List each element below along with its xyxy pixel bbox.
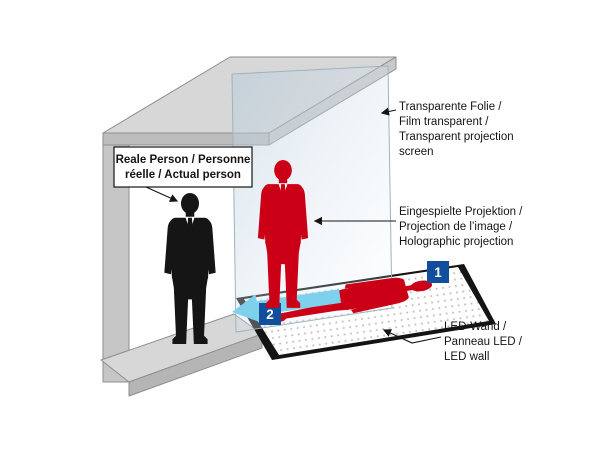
marker-2: 2 — [259, 303, 281, 325]
callout-transparent-screen-line4: screen — [399, 146, 434, 158]
callout-led-wall: LED-Wand / Panneau LED / LED wall — [382, 321, 523, 363]
real-person-silhouette — [164, 193, 216, 345]
callout-transparent-screen: Transparente Folie / Film transparent / … — [380, 101, 514, 158]
marker-1-number: 1 — [434, 265, 442, 280]
callout-led-wall-line1: LED-Wand / — [444, 321, 507, 333]
callout-projection-line3: Holographic projection — [399, 236, 513, 248]
projected-person — [257, 160, 309, 308]
marker-1-box — [427, 261, 449, 283]
callout-real-person: Reale Person / Personne réelle / Actual … — [113, 146, 253, 202]
callout-transparent-screen-arrow — [380, 107, 397, 116]
callout-real-person-box — [113, 146, 253, 188]
marker-2-number: 2 — [266, 307, 274, 322]
callout-transparent-screen-line1: Transparente Folie / — [399, 101, 502, 113]
callout-real-person-arrow — [145, 186, 179, 202]
projected-person-tie — [280, 184, 286, 206]
callout-projection: Eingespielte Projektion / Projection de … — [313, 206, 523, 248]
callout-real-person-line1: Reale Person / Personne — [116, 154, 251, 166]
floor-front-edge — [128, 333, 263, 397]
callout-led-wall-arrow — [382, 329, 442, 344]
callout-led-wall-line3: LED wall — [444, 351, 489, 363]
marker-2-box — [259, 303, 281, 325]
callout-transparent-screen-line2: Film transparent / — [399, 116, 489, 128]
callout-transparent-screen-line3: Transparent projection — [399, 131, 514, 143]
marker-1: 1 — [427, 261, 449, 283]
callout-real-person-line2: réelle / Actual person — [125, 169, 241, 181]
real-person — [164, 193, 216, 345]
callout-projection-line1: Eingespielte Projektion / — [399, 206, 523, 218]
real-person-tie — [186, 217, 194, 240]
callout-led-wall-line2: Panneau LED / — [444, 336, 523, 348]
callout-projection-line2: Projection de l’image / — [399, 221, 513, 233]
